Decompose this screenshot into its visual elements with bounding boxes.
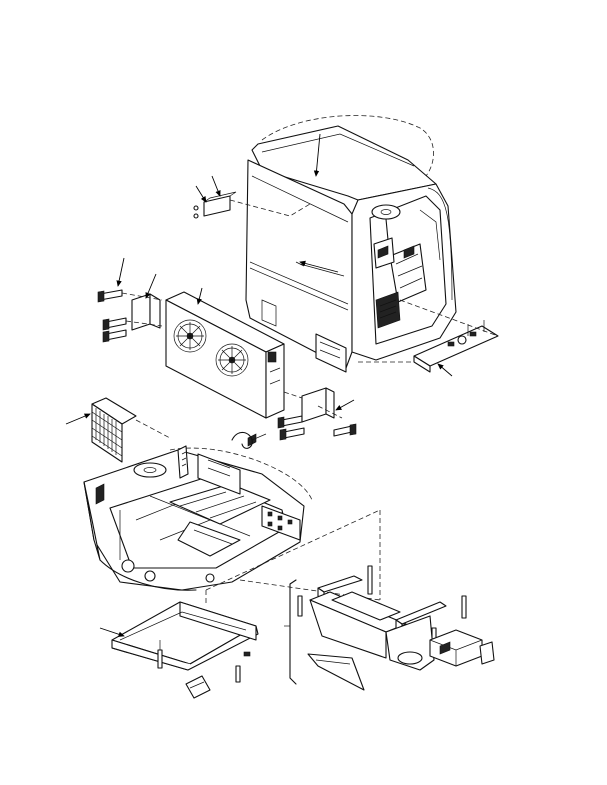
right-mount-bracket xyxy=(283,387,343,423)
leader-lines xyxy=(65,133,453,637)
left-mount-bracket xyxy=(131,293,161,331)
steering-wheel xyxy=(371,204,401,241)
seat xyxy=(375,243,427,329)
upper-bracket-set xyxy=(193,191,311,219)
cab-shell xyxy=(245,115,457,373)
fan-heater-unit xyxy=(165,291,285,419)
control-panel xyxy=(358,299,499,373)
cab-interior-console xyxy=(373,209,441,269)
duct-assembly xyxy=(284,565,495,691)
mounting-bolts xyxy=(97,289,357,447)
wire-harness xyxy=(231,431,267,449)
floor-pan xyxy=(111,601,259,699)
air-filter-grille xyxy=(91,397,171,463)
chassis-frame xyxy=(83,445,381,606)
